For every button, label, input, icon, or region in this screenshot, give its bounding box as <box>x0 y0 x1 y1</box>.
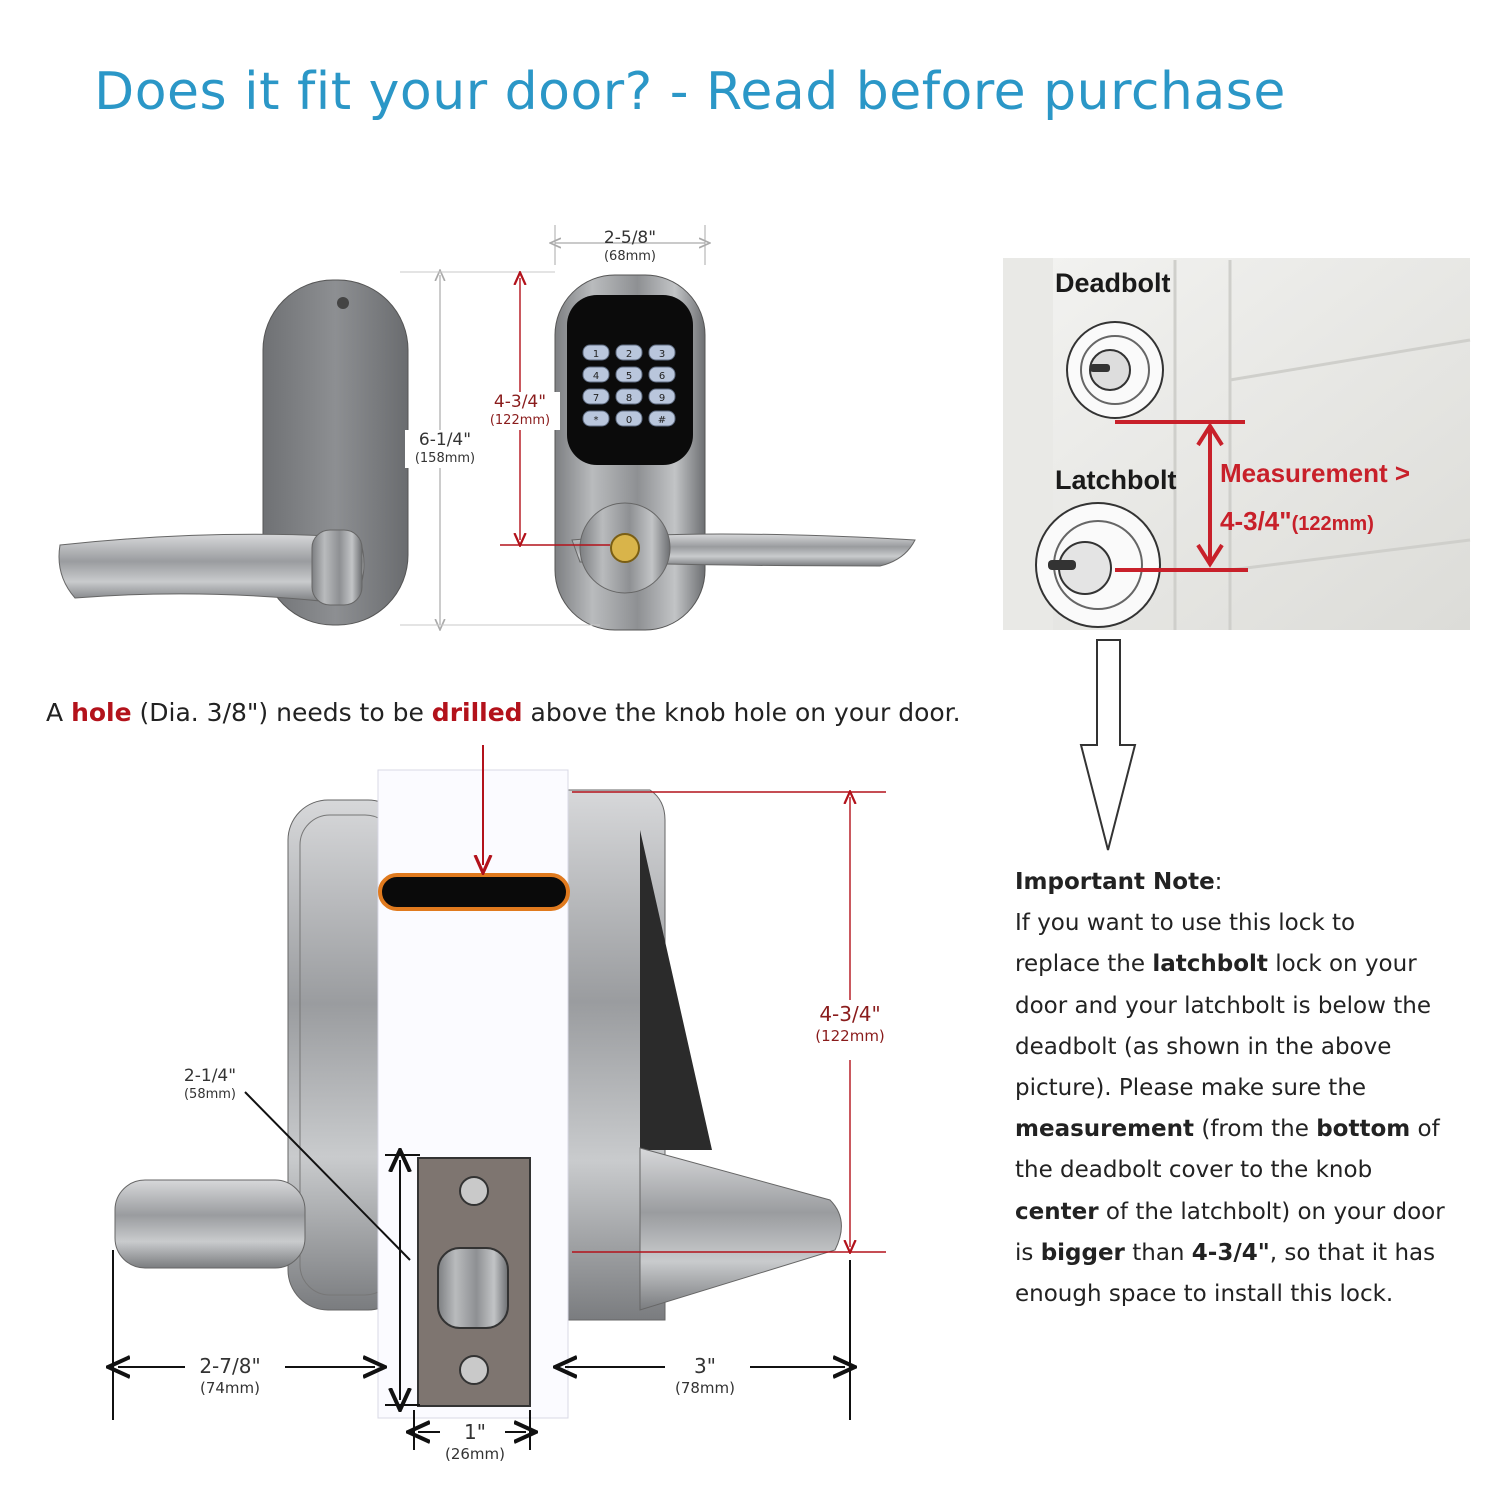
keypad-key-label: 2 <box>626 349 632 360</box>
lock-keypad-view <box>554 274 916 631</box>
important-note: Important Note:If you want to use this l… <box>1015 869 1445 1308</box>
dim-right-depth: 3"(78mm) <box>674 1354 735 1397</box>
keypad-key-label: # <box>658 415 666 426</box>
deadbolt-label: Deadbolt <box>1055 268 1171 298</box>
dim-keypad-handle: 4-3/4"(122mm) <box>480 392 560 430</box>
keypad-key-label: 7 <box>593 393 599 404</box>
dim-height-total: 6-1/4"(158mm) <box>405 430 485 468</box>
door-photo <box>1003 258 1471 630</box>
drill-note: A hole (Dia. 3/8") needs to be drilled a… <box>46 698 961 727</box>
dim-side-height: 4-3/4"(122mm) <box>800 1002 900 1046</box>
dim-left-depth: 2-7/8"(74mm) <box>199 1354 261 1397</box>
dim-backset: 2-1/4"(58mm) <box>183 1066 237 1103</box>
keypad-key <box>648 366 676 383</box>
keypad-key-label: 8 <box>626 393 632 404</box>
measurement-label: Measurement > <box>1220 458 1411 488</box>
keypad-key <box>615 410 643 427</box>
keypad-key-label: 0 <box>626 415 632 426</box>
keypad-key-label: 9 <box>659 393 665 404</box>
keypad-key <box>615 366 643 383</box>
lock-back-view <box>58 279 409 626</box>
keypad-key <box>648 344 676 361</box>
keypad-key-label: 4 <box>593 371 599 382</box>
keypad-key-label: 1 <box>593 349 599 360</box>
keypad-key <box>615 344 643 361</box>
keypad-key <box>582 366 610 383</box>
dim-width: 2-5/8"(68mm) <box>603 228 657 265</box>
keypad-key <box>615 388 643 405</box>
dim-latch-width: 1"(26mm) <box>444 1420 505 1463</box>
keypad-key-label: 6 <box>659 371 665 382</box>
page-title: Does it fit your door? - Read before pur… <box>94 62 1286 122</box>
latchbolt-label: Latchbolt <box>1055 465 1177 495</box>
keypad-key <box>648 388 676 405</box>
keypad-keys: 1 2 3 4 5 6 7 8 9 * 0 # <box>582 344 676 427</box>
keypad-key <box>648 410 676 427</box>
keypad-key <box>582 388 610 405</box>
keypad-key <box>582 410 610 427</box>
keypad-key-label: 3 <box>659 349 665 360</box>
keypad-key-label: * <box>594 415 599 426</box>
down-arrow-icon <box>1079 639 1137 851</box>
keypad-key-label: 5 <box>626 371 632 382</box>
measurement-value: 4-3/4"(122mm) <box>1220 506 1374 536</box>
keypad-key <box>582 344 610 361</box>
